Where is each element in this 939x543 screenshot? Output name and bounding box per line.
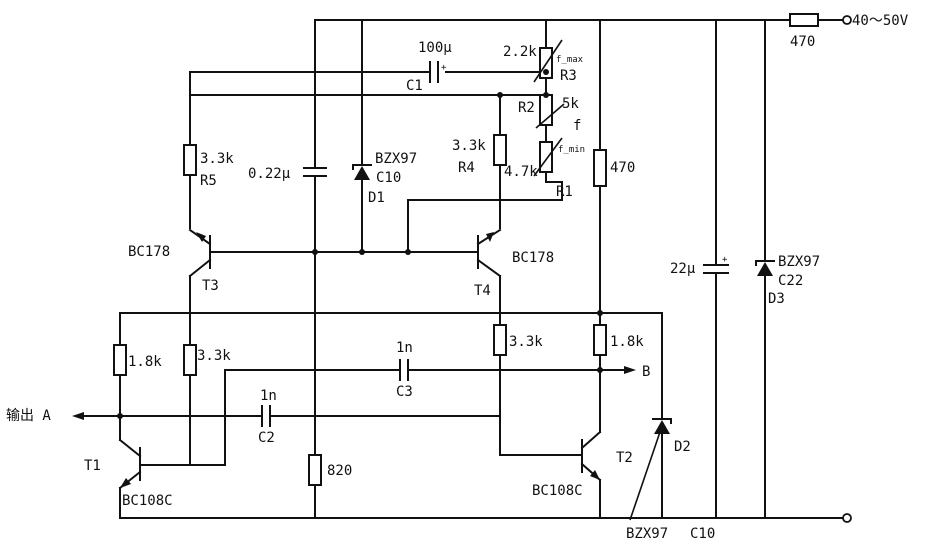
d3-name-label: D3 [768,291,785,307]
t3-name-label: T3 [202,278,219,294]
d1-name-label: D1 [368,190,385,206]
d1-zener [354,166,370,180]
c22u-value-label: 22μ [670,261,696,277]
t2-part-label: BC108C [532,483,583,499]
c3-name-label: C3 [396,384,413,400]
r470-value-label: 470 [610,160,635,176]
t3-part-label: BC178 [128,244,170,260]
r820-resistor [308,454,322,486]
r18a-resistor [113,344,127,376]
r18a-value-label: 1.8k [128,354,162,370]
svg-text:+: + [722,255,728,265]
r4-name-label: R4 [458,160,475,176]
r5-value-label: 3.3k [200,151,234,167]
d1-sub-label: C10 [376,170,401,186]
t4-transistor [476,228,502,278]
r18b-resistor [593,324,607,356]
r820-value-label: 820 [327,463,352,479]
output-b-label: B [642,364,650,380]
output-a-label: 输出 A [6,408,51,424]
supply-resistor [789,13,819,27]
r33b-resistor [493,324,507,356]
r1-tag-label: f_min [558,145,585,155]
ground-terminal[interactable] [842,513,852,523]
r3-value-label: 2.2k [503,44,537,60]
r33a-value-label: 3.3k [197,348,231,364]
r1-value-label: 4.7k [504,164,538,180]
c2-name-label: C2 [258,430,275,446]
r470-resistor [593,149,607,187]
t1-transistor [118,438,151,490]
supply-terminal[interactable] [842,15,852,25]
d3-zener [757,262,773,276]
t1-name-label: T1 [84,458,101,474]
r33b-value-label: 3.3k [509,334,543,350]
t4-name-label: T4 [474,283,491,299]
d2-sub-label: C10 [690,526,715,542]
t3-transistor [188,228,212,278]
r1-pot [539,141,553,173]
r4-resistor [493,134,507,166]
c1-value-label: 100μ [418,40,452,56]
t2-name-label: T2 [616,450,633,466]
c1-name-label: C1 [406,78,423,94]
r5-resistor [183,144,197,176]
c2-value-label: 1n [260,388,277,404]
supply-label: 40～50V [852,13,909,29]
r2-value-label: 5k [562,96,579,112]
r3-tag-label: f_max [556,55,584,65]
r2-tag-label: f [573,118,581,134]
t4-part-label: BC178 [512,250,554,266]
d3-sub-label: C22 [778,273,803,289]
r18b-value-label: 1.8k [610,334,644,350]
r2-pot [539,94,553,126]
svg-text:+: + [441,63,447,73]
r3-name-label: R3 [560,68,577,84]
r33a-resistor [183,344,197,376]
d2-zener [654,420,670,434]
d3-part-label: BZX97 [778,254,820,270]
c3-value-label: 1n [396,340,413,356]
r5-name-label: R5 [200,173,217,189]
supply-resistor-label: 470 [790,34,815,50]
d1-part-label: BZX97 [375,151,417,167]
r4-value-label: 3.3k [452,138,486,154]
d2-name-label: D2 [674,439,691,455]
t1-part-label: BC108C [122,493,173,509]
r1-name-label: R1 [556,184,573,200]
t2-transistor [580,430,602,482]
d2-part-label: BZX97 [626,526,668,542]
r2-name-label: R2 [518,100,535,116]
c022-value-label: 0.22μ [248,166,291,182]
